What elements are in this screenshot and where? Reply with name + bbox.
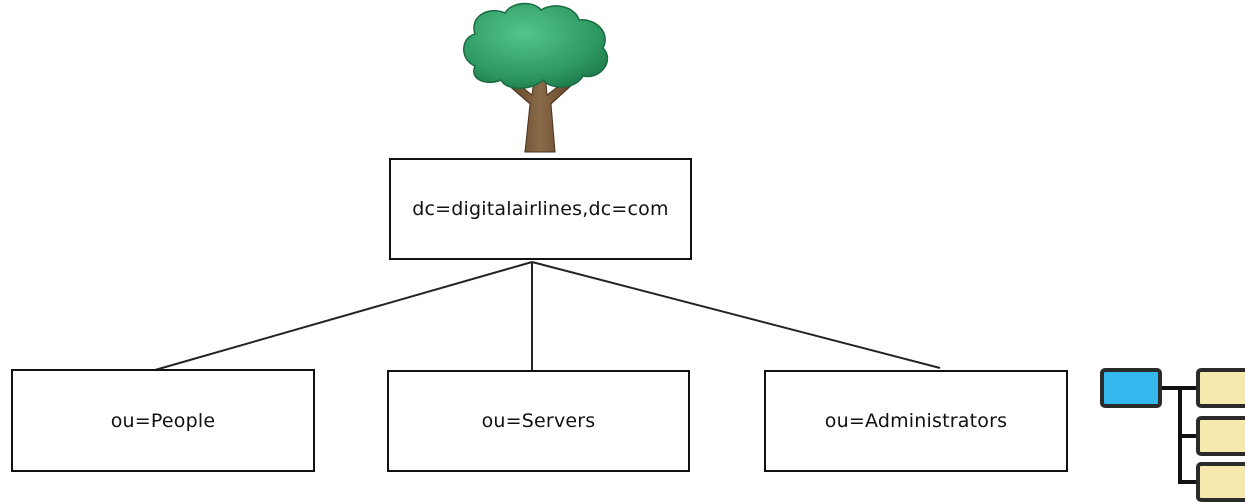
people-node: ou=People [11, 369, 315, 472]
servers-node-label: ou=Servers [481, 410, 596, 432]
administrators-node-label: ou=Administrators [824, 410, 1008, 432]
tree-icon [463, 2, 609, 153]
servers-node: ou=Servers [387, 370, 690, 472]
root-node: dc=digitalairlines,dc=com [389, 158, 692, 260]
people-node-label: ou=People [110, 409, 216, 432]
administrators-node: ou=Administrators [764, 370, 1068, 472]
connector-root-admins [531, 261, 941, 369]
hierarchy-icon [1100, 368, 1245, 502]
connector-root-people [154, 261, 533, 371]
root-node-label: dc=digitalairlines,dc=com [412, 198, 669, 220]
